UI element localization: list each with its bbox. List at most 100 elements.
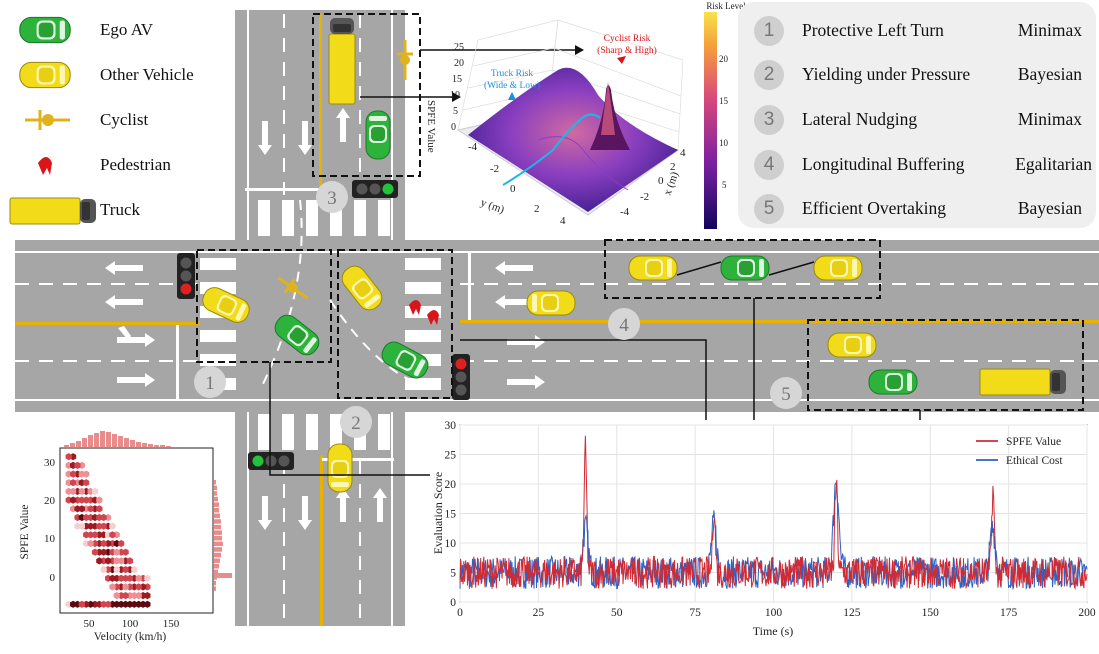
hist-bar — [130, 440, 135, 447]
hist-bar — [214, 547, 222, 552]
marker-2: 2 — [340, 406, 372, 438]
scenario-number: 2 — [754, 60, 784, 90]
scenario-number: 4 — [754, 150, 784, 180]
hex-cell — [118, 539, 125, 548]
hex-cell — [109, 583, 116, 591]
hist-bar — [148, 444, 153, 447]
colorbar-label: Risk Level — [706, 1, 746, 11]
hex-cell — [70, 496, 77, 504]
hex-cell — [144, 600, 151, 608]
hist-bar — [112, 434, 117, 447]
svg-text:150: 150 — [163, 618, 180, 630]
hex-cell — [131, 566, 138, 574]
marker-3: 3 — [316, 181, 348, 213]
hist-bar — [76, 441, 81, 447]
svg-text:(Wide & Low): (Wide & Low) — [484, 80, 540, 91]
hex-cell — [105, 557, 112, 565]
hex-cell — [126, 574, 134, 582]
hex-cell — [135, 574, 142, 582]
legend-label: Other Vehicle — [100, 65, 194, 84]
hex-cell — [144, 574, 151, 582]
hex-cell — [126, 557, 134, 565]
hist-bar — [106, 432, 111, 447]
svg-text:-2: -2 — [490, 163, 499, 175]
legend-label: Truck — [100, 200, 140, 219]
hex-cell — [96, 557, 103, 565]
hex-cell — [70, 600, 77, 608]
marker-4: 4 — [608, 308, 640, 340]
hist-bar — [214, 573, 232, 578]
scatter-ylabel: SPFE Value — [19, 504, 31, 559]
svg-text:0: 0 — [510, 183, 516, 195]
ego-car-s4 — [720, 255, 770, 281]
svg-text:5: 5 — [722, 180, 727, 190]
hex-cell — [65, 453, 72, 461]
scenario-box-5 — [807, 319, 1084, 411]
y-tick-label: 15 — [445, 509, 457, 521]
hist-bar — [214, 519, 221, 524]
hist-bar — [214, 513, 220, 519]
hist-bar — [214, 502, 219, 507]
svg-text:25: 25 — [454, 42, 464, 53]
x-tick-label: 200 — [1078, 607, 1096, 619]
other-car-s5 — [827, 332, 877, 358]
hex-cell — [100, 566, 107, 574]
traffic-light-top — [352, 180, 398, 198]
hist-bar — [214, 552, 221, 558]
top-histogram — [64, 431, 171, 447]
scenario-method: Minimax — [1017, 109, 1082, 129]
hist-bar — [118, 436, 123, 447]
legend-label: Ego AV — [100, 20, 154, 39]
hex-cell — [87, 539, 94, 548]
svg-text:20: 20 — [454, 58, 464, 69]
hex-cell — [135, 583, 142, 591]
scatter-xlabel: Velocity (km/h) — [94, 631, 167, 643]
hist-bar — [214, 491, 217, 496]
other-car-bottom — [327, 443, 353, 493]
other-car-s4-left — [628, 255, 678, 281]
hist-bar — [214, 485, 217, 491]
hex-cell — [100, 539, 107, 548]
hex-cell — [91, 548, 99, 556]
svg-text:Truck Risk: Truck Risk — [491, 69, 533, 79]
y-tick-label: 20 — [445, 479, 457, 491]
svg-text:-2: -2 — [640, 191, 649, 203]
scenario-method: Bayesian — [1017, 64, 1082, 84]
hex-cell — [122, 592, 129, 600]
hex-cell — [83, 479, 90, 487]
other-car-mid — [526, 290, 576, 316]
scenario-row: 5 Efficient Overtaking Bayesian — [738, 186, 1096, 230]
svg-text:Cyclist Risk: Cyclist Risk — [604, 34, 651, 44]
scenario-box-2 — [337, 249, 453, 399]
hex-cell — [78, 600, 85, 608]
legend-item-pedestrian: Pedestrian — [0, 145, 235, 185]
hex-cell — [144, 592, 151, 600]
hist-bar — [142, 443, 147, 447]
chart-legend: SPFE Value Ethical Cost — [976, 436, 1063, 467]
hist-bar — [82, 438, 87, 447]
scenario-box-4 — [604, 239, 881, 299]
hist-bar — [214, 558, 220, 563]
svg-text:20: 20 — [44, 495, 56, 507]
hex-cell — [135, 592, 142, 600]
hist-bar — [214, 496, 218, 502]
scenario-title: Lateral Nudging — [802, 109, 918, 129]
svg-text:4: 4 — [560, 215, 566, 227]
arrow-straight-left — [117, 326, 155, 347]
legend-label: Pedestrian — [100, 155, 171, 174]
colorbar — [704, 12, 717, 229]
hex-cell — [109, 522, 116, 530]
scenario-method: Egalitarian — [1015, 154, 1092, 174]
ego-car-top — [365, 110, 391, 160]
hex-cell — [78, 505, 85, 513]
y-axis-label: y (m) — [479, 197, 506, 217]
hex-cell — [109, 531, 116, 539]
hex-cell — [126, 600, 134, 608]
svg-text:15: 15 — [452, 74, 462, 85]
scenario-method: Minimax — [1017, 20, 1082, 40]
legend-item-other: Other Vehicle — [0, 55, 235, 95]
svg-text:1: 1 — [205, 373, 215, 394]
hex-cell — [65, 487, 72, 495]
